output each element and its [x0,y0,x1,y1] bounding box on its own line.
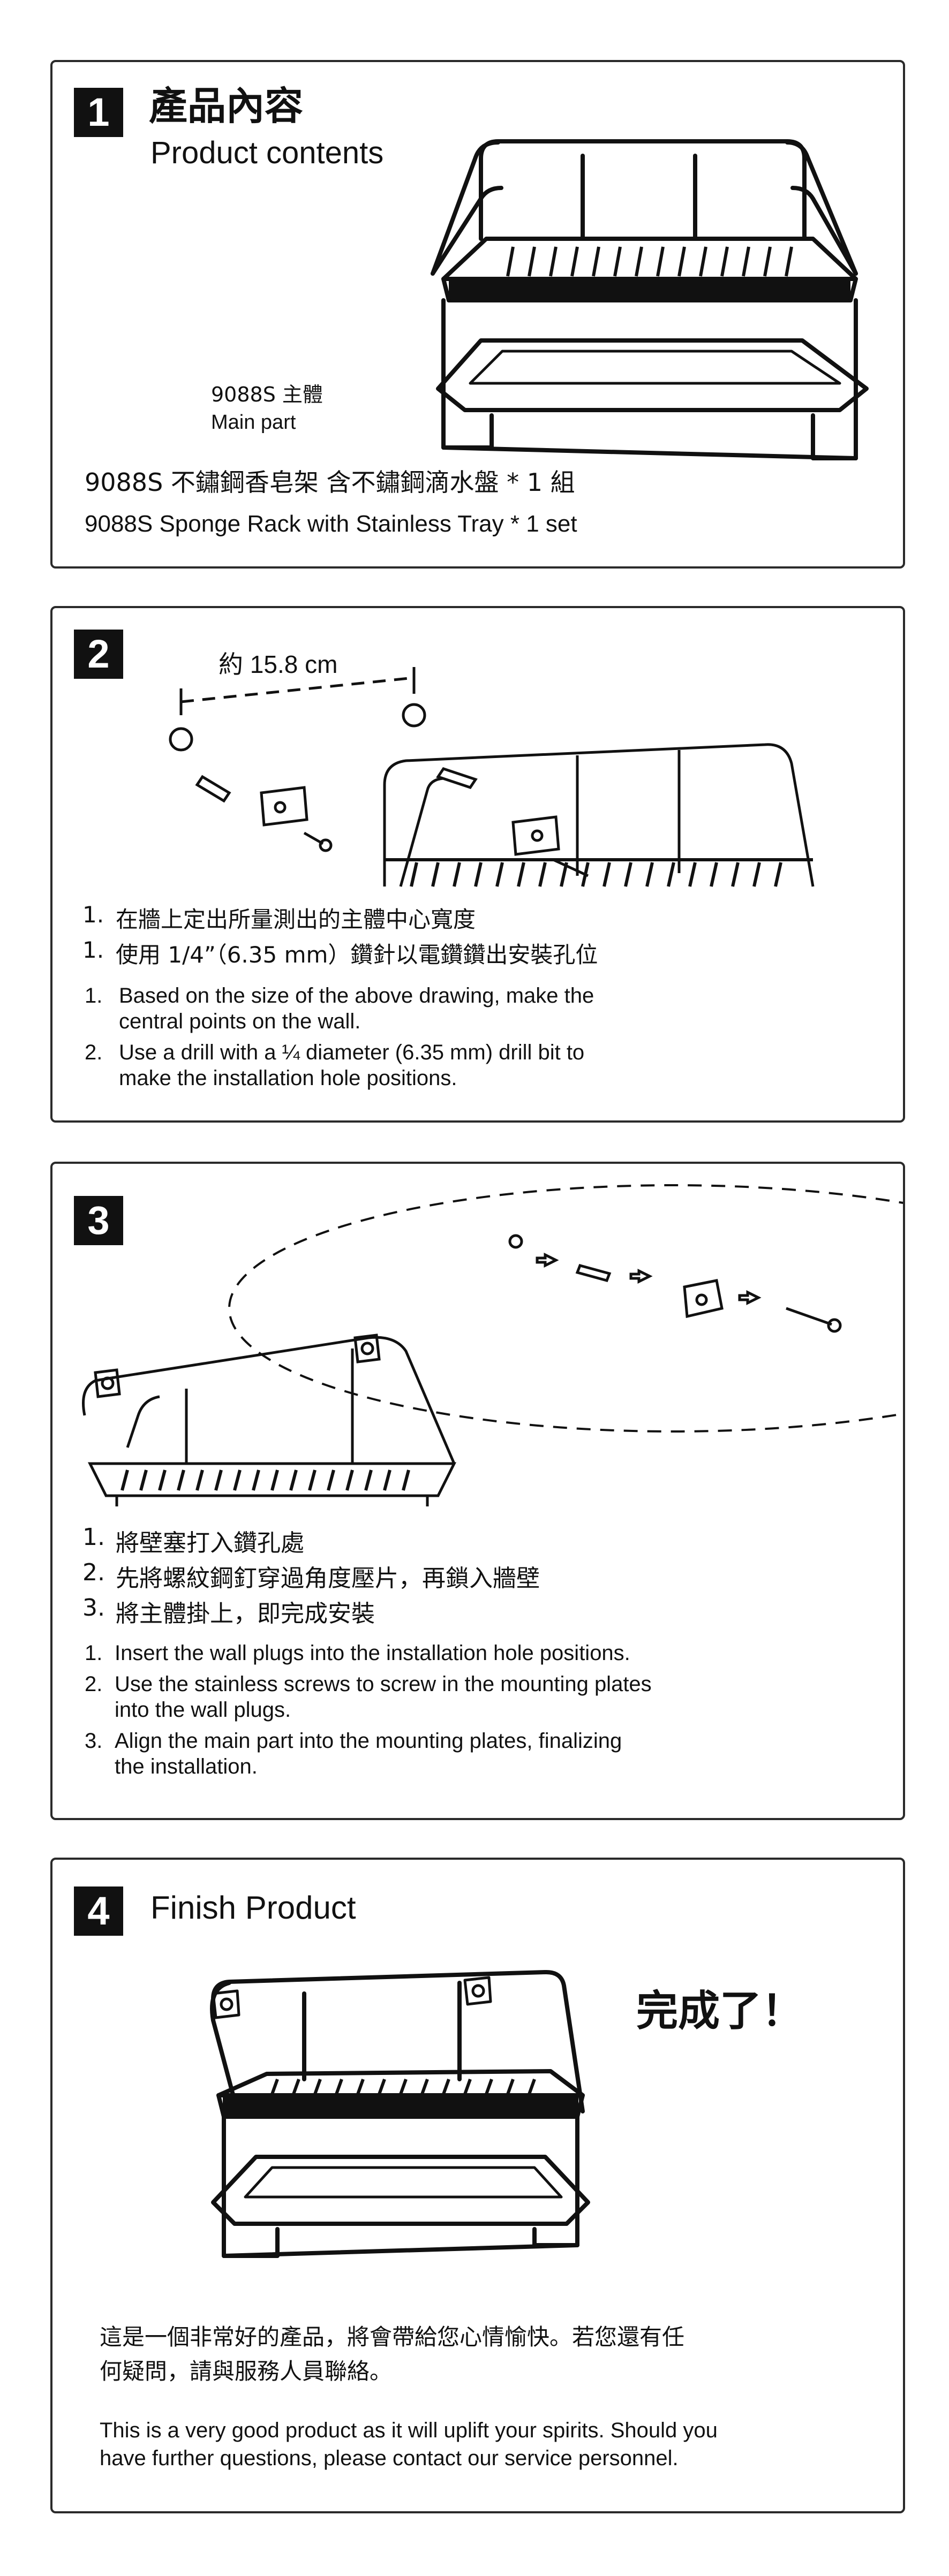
steps-zh-list: 1.在牆上定出所量測出的主體中心寬度 1.使用 1/4”（6.35 mm）鑽針以… [82,901,598,972]
finished-rack-illustration [210,1969,590,2258]
list-item: 3.將主體掛上，即完成安裝 [82,1594,375,1627]
list-item: 1.Based on the size of the above drawing… [85,984,594,1033]
steps-en-list: 1.Insert the wall plugs into the install… [85,1640,652,1779]
section-1-product-contents: 1 產品內容 Product contents [50,60,905,569]
list-item: 2.Use the stainless screws to screw in t… [85,1672,652,1722]
rack-with-tray-illustration [431,139,869,460]
section-4-finish-product: 4 Finish Product 完成了！ [50,1858,905,2513]
contents-line-zh: 9088S 不鏽鋼香皂架 含不鏽鋼滴水盤 * 1 組 [85,468,575,497]
section-2-drill-holes: 2 約 15.8 cm [50,606,905,1123]
contents-line-en: 9088S Sponge Rack with Stainless Tray * … [85,511,577,537]
list-item: 2.Use a drill with a ¼ diameter (6.35 mm… [85,1041,585,1090]
section-3-installation: 3 [50,1162,905,1820]
list-item: 3.Align the main part into the mounting … [85,1729,622,1778]
step-number-badge: 4 [74,1886,123,1936]
step-number-badge: 3 [74,1196,123,1245]
list-item: 1.將壁塞打入鑽孔處 [82,1524,304,1557]
installation-illustration [82,1184,903,1506]
list-item: 1.Insert the wall plugs into the install… [85,1641,630,1665]
steps-en-list: 1.Based on the size of the above drawing… [85,983,594,1091]
section-title-en: Finish Product [150,1890,356,1926]
closing-message-en: This is a very good product as it will u… [100,2419,718,2470]
step-number-badge: 1 [74,88,123,137]
list-item: 2.先將螺紋鋼釘穿過角度壓片，再鎖入牆壁 [82,1559,540,1592]
list-item: 1.使用 1/4”（6.35 mm）鑽針以電鑽鑽出安裝孔位 [82,937,598,968]
section-title-zh: 產品內容 [149,84,304,128]
closing-message-zh: 這是一個非常好的產品，將會帶給您心情愉快。若您還有任 何疑問，請與服務人員聯絡。 [100,2324,685,2384]
steps-zh-list: 1.將壁塞打入鑽孔處 2.先將螺紋鋼釘穿過角度壓片，再鎖入牆壁 3.將主體掛上，… [82,1524,540,1630]
section-title-en: Product contents [150,135,384,170]
measurement-label: 約 15.8 cm [219,650,338,678]
finished-exclamation: 完成了！ [636,1987,804,2035]
step-number-badge: 2 [74,630,123,679]
drill-positions-illustration [169,667,815,887]
part-name-label: Main part [211,411,296,434]
part-code-label: 9088S 主體 [211,383,323,406]
list-item: 1.在牆上定出所量測出的主體中心寬度 [82,901,476,933]
